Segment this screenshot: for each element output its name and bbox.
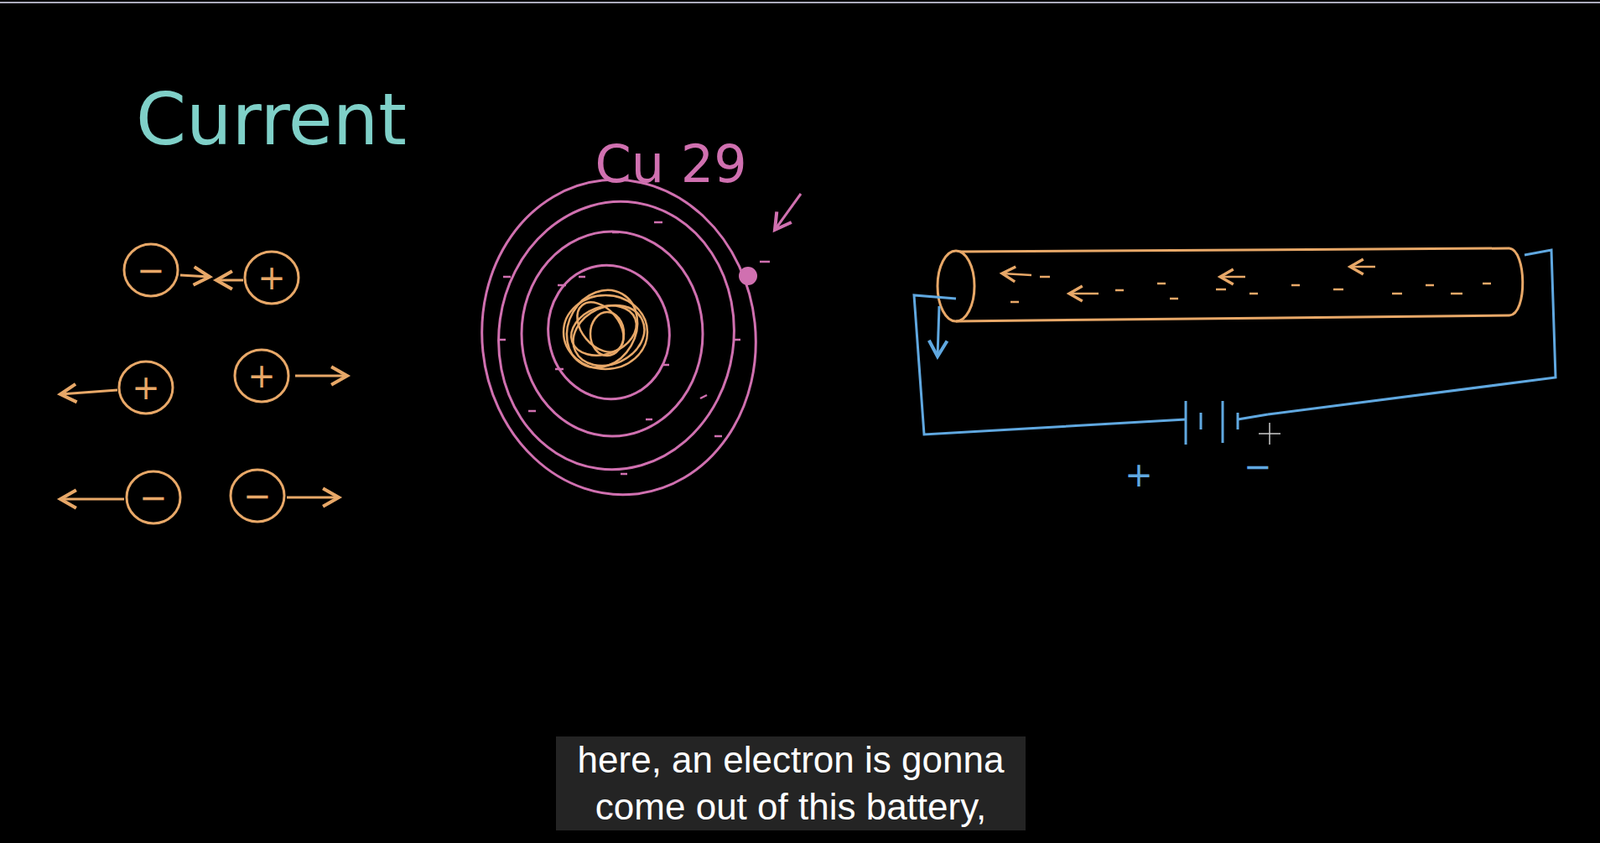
valence-electron (738, 266, 758, 286)
top-rule (0, 1, 1600, 4)
battery-symbol (1185, 400, 1268, 445)
force-arrows (60, 275, 348, 499)
battery-terminal: + (1124, 455, 1154, 494)
charge-sign: − (122, 253, 180, 287)
battery-terminal: − (1243, 446, 1273, 486)
copper-atom (466, 166, 772, 509)
charge-sign: + (117, 370, 175, 405)
cursor (1258, 422, 1281, 445)
charge-sign: + (233, 358, 291, 393)
element-label: Cu 29 (594, 133, 747, 195)
electrons (498, 222, 741, 474)
charge-circle: + (233, 347, 291, 405)
nucleus (552, 276, 655, 380)
charge-circle: − (228, 467, 286, 525)
pointer-arrow (774, 193, 801, 230)
charge-circle: − (124, 468, 182, 526)
charge-sign: − (124, 480, 182, 515)
title: Current (135, 77, 407, 162)
charge-circle: + (243, 249, 301, 307)
charge-sign: − (228, 478, 286, 513)
charge-circle: + (117, 358, 175, 416)
charge-circle: − (122, 241, 180, 299)
circuit-wire (914, 249, 1556, 435)
charge-sign: + (243, 260, 301, 295)
electron-flow (1002, 266, 1491, 302)
subtitle-caption: here, an electron is gonna come out of t… (555, 736, 1026, 831)
copper-wire (937, 248, 1523, 322)
